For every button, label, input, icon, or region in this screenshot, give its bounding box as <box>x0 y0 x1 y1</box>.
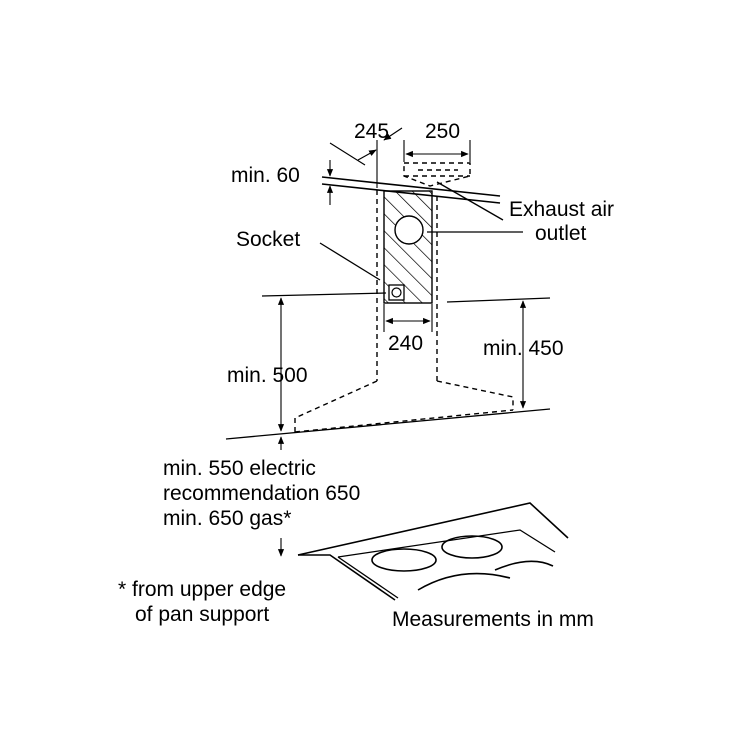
exhaust-label-line1: Exhaust air <box>509 198 614 221</box>
burner-front-middle <box>417 572 511 591</box>
exhaust-outlet-circle <box>394 215 424 245</box>
socket-height-line <box>261 292 387 297</box>
dim-250 <box>403 140 471 162</box>
dim-min-60-label: min. 60 <box>231 164 300 187</box>
units-note: Measurements in mm <box>392 608 594 631</box>
hood-bottom-line <box>225 408 551 440</box>
hob-distance-line3: min. 650 gas* <box>163 507 291 530</box>
socket-leader-line <box>319 242 381 281</box>
dim-245 <box>329 127 403 188</box>
dim-min-450-label: min. 450 <box>483 337 564 360</box>
exhaust-leader-line <box>436 181 504 221</box>
chimney-outline <box>376 190 438 381</box>
socket-icon <box>388 284 405 301</box>
chimney-bottom-line <box>446 297 551 303</box>
wall-clear-zone <box>383 190 433 304</box>
burner-back-right <box>441 535 503 559</box>
hob-distance-line1: min. 550 electric <box>163 457 316 480</box>
exhaust-label-line2: outlet <box>535 222 587 245</box>
burner-front-right <box>494 560 554 571</box>
dim-245-label: 245 <box>354 120 389 143</box>
socket-label: Socket <box>236 228 300 251</box>
hob-cooktop <box>297 502 569 601</box>
hob-distance-line2: recommendation 650 <box>163 482 360 505</box>
top-duct-outline <box>403 162 471 187</box>
dim-240-label: 240 <box>388 332 423 355</box>
hood-canopy-outline <box>294 380 514 433</box>
dim-250-label: 250 <box>425 120 460 143</box>
footnote-line2: of pan support <box>135 603 269 626</box>
dim-240 <box>383 304 433 332</box>
burner-front-left <box>371 548 437 572</box>
footnote-line1: * from upper edge <box>118 578 286 601</box>
dim-min-500-label: min. 500 <box>227 364 308 387</box>
